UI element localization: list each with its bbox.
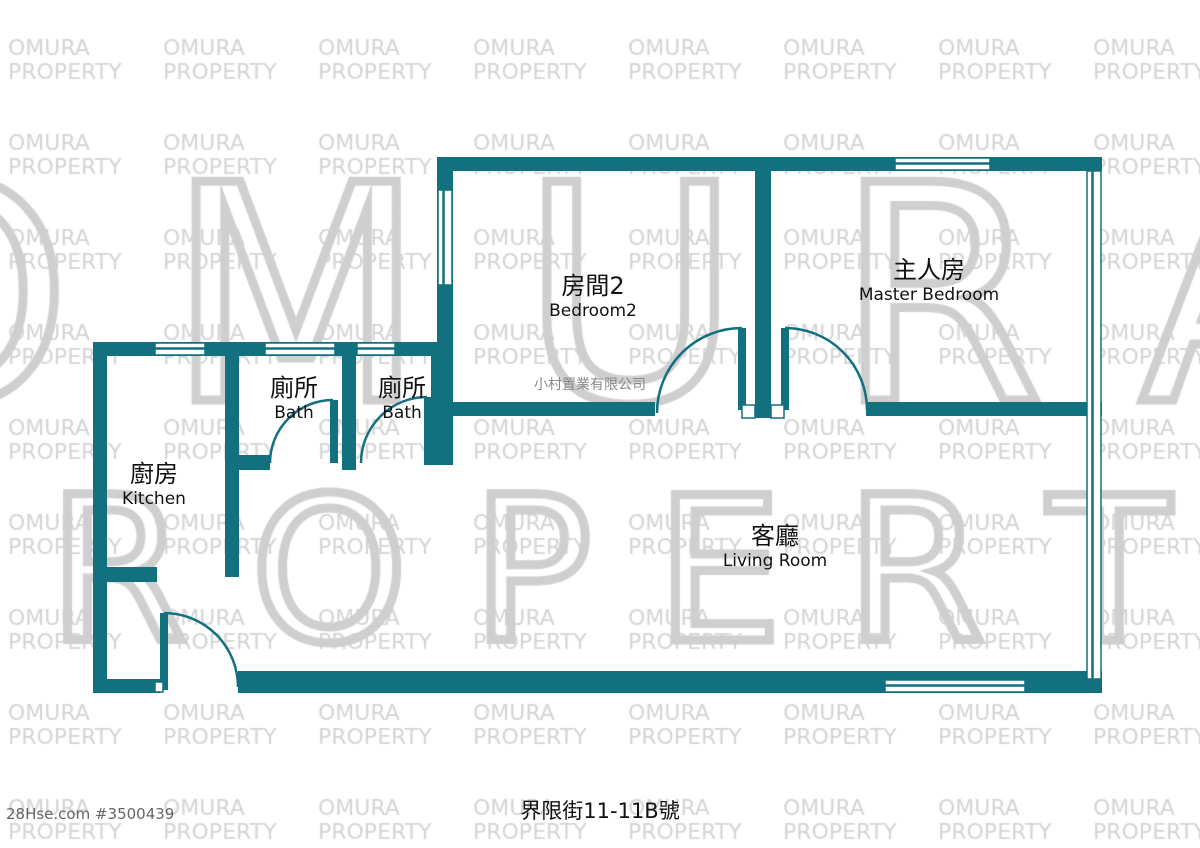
room-living-room: 客廳 Living Room: [723, 522, 827, 571]
room-bath-2: 廁所 Bath: [378, 374, 426, 423]
address-caption: 界限街11-11B號: [520, 799, 680, 823]
windows: [154, 157, 1102, 693]
room-bath-1: 廁所 Bath: [270, 374, 318, 423]
room-label-en: Bath: [274, 402, 314, 423]
room-label-zh: 廁所: [378, 374, 426, 402]
listing-id: 28Hse.com #3500439: [6, 805, 175, 823]
room-label-en: Living Room: [722, 550, 828, 571]
walls: [93, 157, 1102, 693]
room-label-en: Bath: [382, 402, 422, 423]
room-label-zh: 廚房: [130, 460, 178, 488]
agency-mark: 小村置業有限公司: [534, 377, 646, 393]
room-label-zh: 房間2: [561, 272, 625, 300]
room-kitchen: 廚房 Kitchen: [122, 460, 186, 509]
room-master-bedroom: 主人房 Master Bedroom: [859, 256, 999, 305]
room-label-zh: 廁所: [270, 374, 318, 402]
door-swings: [163, 326, 869, 688]
room-label-zh: 客廳: [750, 522, 799, 550]
room-label-en: Master Bedroom: [858, 284, 1000, 305]
room-label-en: Bedroom2: [549, 300, 637, 321]
room-label-zh: 主人房: [892, 256, 965, 284]
room-label-en: Kitchen: [122, 488, 186, 509]
room-bedroom2: 房間2 Bedroom2: [549, 272, 637, 321]
